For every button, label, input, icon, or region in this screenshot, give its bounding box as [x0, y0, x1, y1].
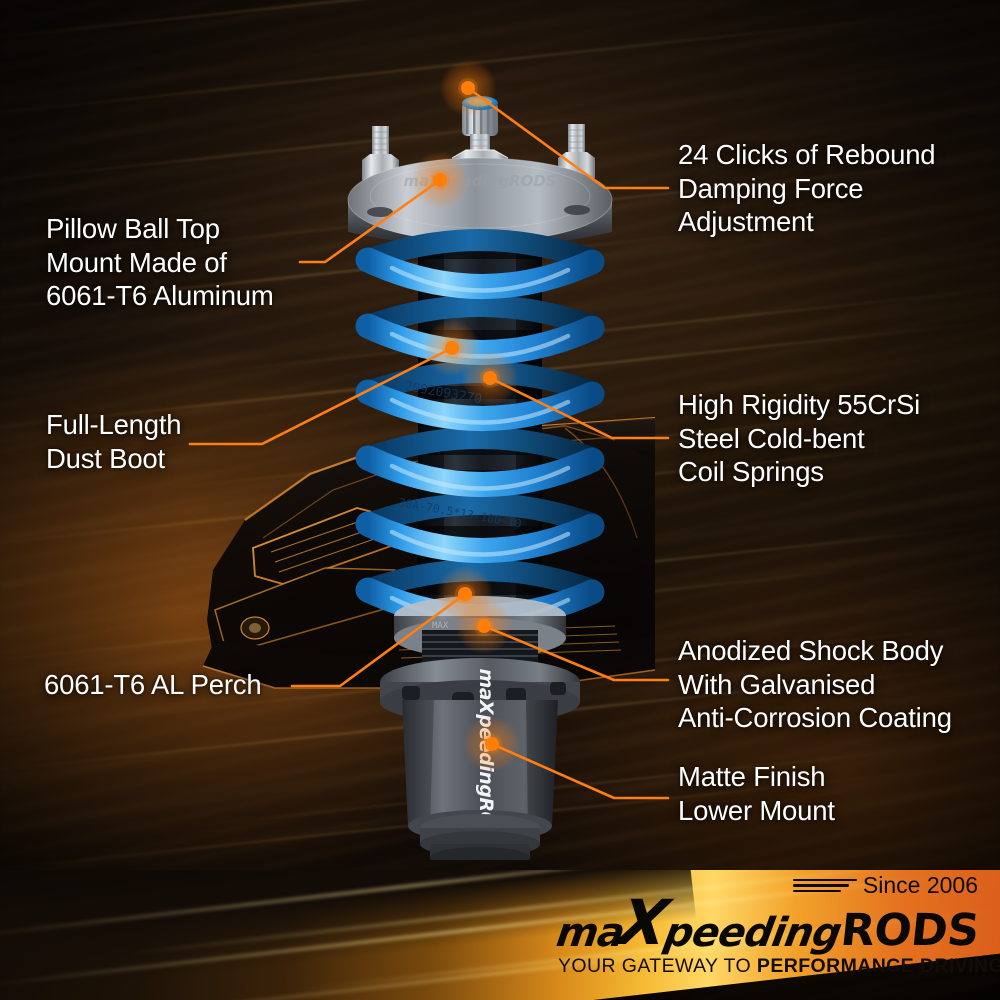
- hotspot-pillow-ball[interactable]: [433, 173, 447, 187]
- brand-logo: Since 2006 ma X peeding RODS YOUR GATEWA…: [553, 872, 1000, 978]
- speed-lines-icon: [792, 878, 857, 893]
- callout-dust-boot: Full-Length Dust Boot: [46, 409, 182, 474]
- callout-coil-springs: High Rigidity 55CrSi Steel Cold-bent Coi…: [678, 389, 921, 488]
- since-text: Since 2006: [862, 872, 978, 899]
- perch-engraving: MAX: [432, 621, 449, 631]
- since-row: Since 2006: [558, 872, 978, 899]
- callout-lower-mount: Matte Finish Lower Mount: [678, 761, 835, 826]
- callout-rebound-damping: 24 Clicks of Rebound Damping Force Adjus…: [678, 139, 936, 238]
- hotspot-coil-springs[interactable]: [483, 371, 497, 385]
- callout-al-perch: 6061-T6 AL Perch: [44, 669, 262, 700]
- callout-shock-body: Anodized Shock Body With Galvanised Anti…: [678, 635, 952, 734]
- tagline-light: YOUR GATEWAY TO: [558, 955, 757, 977]
- hotspot-al-perch[interactable]: [458, 587, 472, 601]
- hotspot-shock-body[interactable]: [477, 619, 491, 633]
- logo-tagline: YOUR GATEWAY TO PERFORMANCE DRIVING: [558, 955, 1000, 978]
- logo-peeding: peeding: [661, 910, 845, 956]
- tagline-bold: PERFORMANCE DRIVING: [756, 955, 1000, 977]
- hotspot-rebound-damping[interactable]: [461, 81, 475, 95]
- hotspot-lower-mount[interactable]: [485, 737, 499, 751]
- callout-pillow-ball: Pillow Ball Top Mount Made of 6061-T6 Al…: [46, 213, 274, 312]
- lower-mount: [420, 814, 540, 860]
- logo-rods: RODS: [837, 905, 981, 957]
- hotspot-dust-boot[interactable]: [445, 341, 459, 355]
- logo-wordmark: ma X peeding RODS: [553, 886, 981, 959]
